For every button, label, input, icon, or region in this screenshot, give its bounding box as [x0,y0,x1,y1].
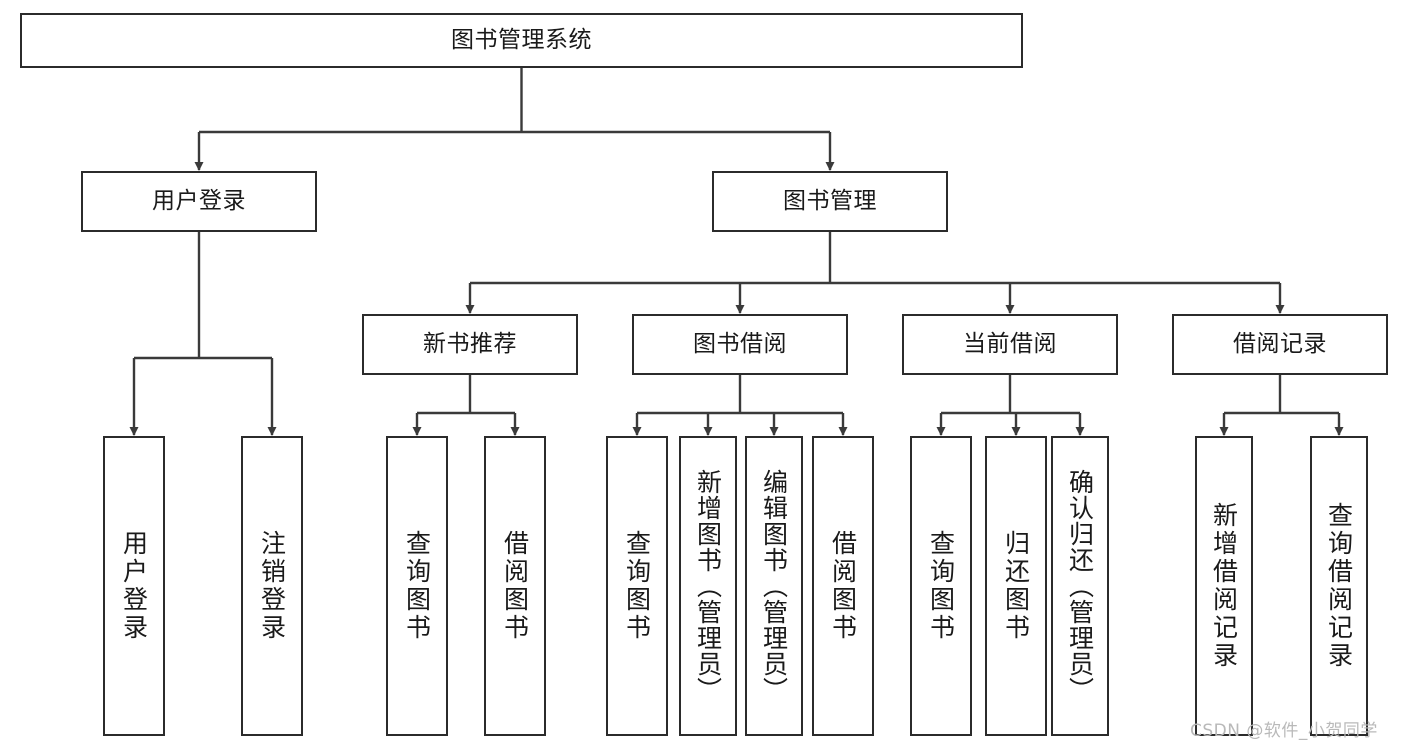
node-leaf-add-borrow-record[interactable]: 新增借阅记录 [1195,436,1253,736]
node-leaf-borrow-book-rec[interactable]: 借阅图书 [484,436,546,736]
node-user-login[interactable]: 用户登录 [81,171,317,232]
node-label: 新增图书（管理员） [693,469,723,703]
node-label: 注销登录 [257,530,287,642]
edge-bus-new-book-recommend [417,375,515,415]
edge-bus-current-borrow [941,375,1080,415]
edge-group [129,68,1344,436]
node-label: 当前借阅 [963,330,1057,357]
node-label: 新增借阅记录 [1209,502,1239,670]
node-label: 用户登录 [119,530,149,642]
node-label: 借阅记录 [1233,330,1327,357]
node-label: 借阅图书 [828,530,858,642]
node-leaf-query-book-borrow[interactable]: 查询图书 [606,436,668,736]
node-leaf-return-book[interactable]: 归还图书 [985,436,1047,736]
node-current-borrow[interactable]: 当前借阅 [902,314,1118,375]
node-borrow-records[interactable]: 借阅记录 [1172,314,1388,375]
node-label: 确认归还（管理员） [1065,469,1095,703]
node-leaf-edit-book-admin[interactable]: 编辑图书（管理员） [745,436,803,736]
edge-bus-user-login [134,232,272,360]
node-leaf-add-book-admin[interactable]: 新增图书（管理员） [679,436,737,736]
node-leaf-logout[interactable]: 注销登录 [241,436,303,736]
node-root[interactable]: 图书管理系统 [20,13,1023,68]
node-label: 编辑图书（管理员） [759,469,789,703]
node-label: 用户登录 [152,187,246,214]
node-leaf-query-borrow-record[interactable]: 查询借阅记录 [1310,436,1368,736]
edge-bus-book-management [470,232,1280,285]
edge-bus-root [199,68,830,134]
node-label: 新书推荐 [423,330,517,357]
node-leaf-query-book-current[interactable]: 查询图书 [910,436,972,736]
node-book-management[interactable]: 图书管理 [712,171,948,232]
node-label: 借阅图书 [500,530,530,642]
node-leaf-user-login[interactable]: 用户登录 [103,436,165,736]
node-label: 图书借阅 [693,330,787,357]
node-label: 图书管理系统 [451,26,592,53]
edge-bus-book-borrow [637,375,843,415]
node-label: 归还图书 [1001,530,1031,642]
node-leaf-borrow-book[interactable]: 借阅图书 [812,436,874,736]
edge-bus-borrow-records [1224,375,1339,415]
node-label: 图书管理 [783,187,877,214]
node-leaf-confirm-return-admin[interactable]: 确认归还（管理员） [1051,436,1109,736]
node-new-book-recommend[interactable]: 新书推荐 [362,314,578,375]
node-label: 查询图书 [402,530,432,642]
node-label: 查询图书 [926,530,956,642]
node-leaf-query-book-rec[interactable]: 查询图书 [386,436,448,736]
node-book-borrow[interactable]: 图书借阅 [632,314,848,375]
node-label: 查询图书 [622,530,652,642]
node-label: 查询借阅记录 [1324,502,1354,670]
